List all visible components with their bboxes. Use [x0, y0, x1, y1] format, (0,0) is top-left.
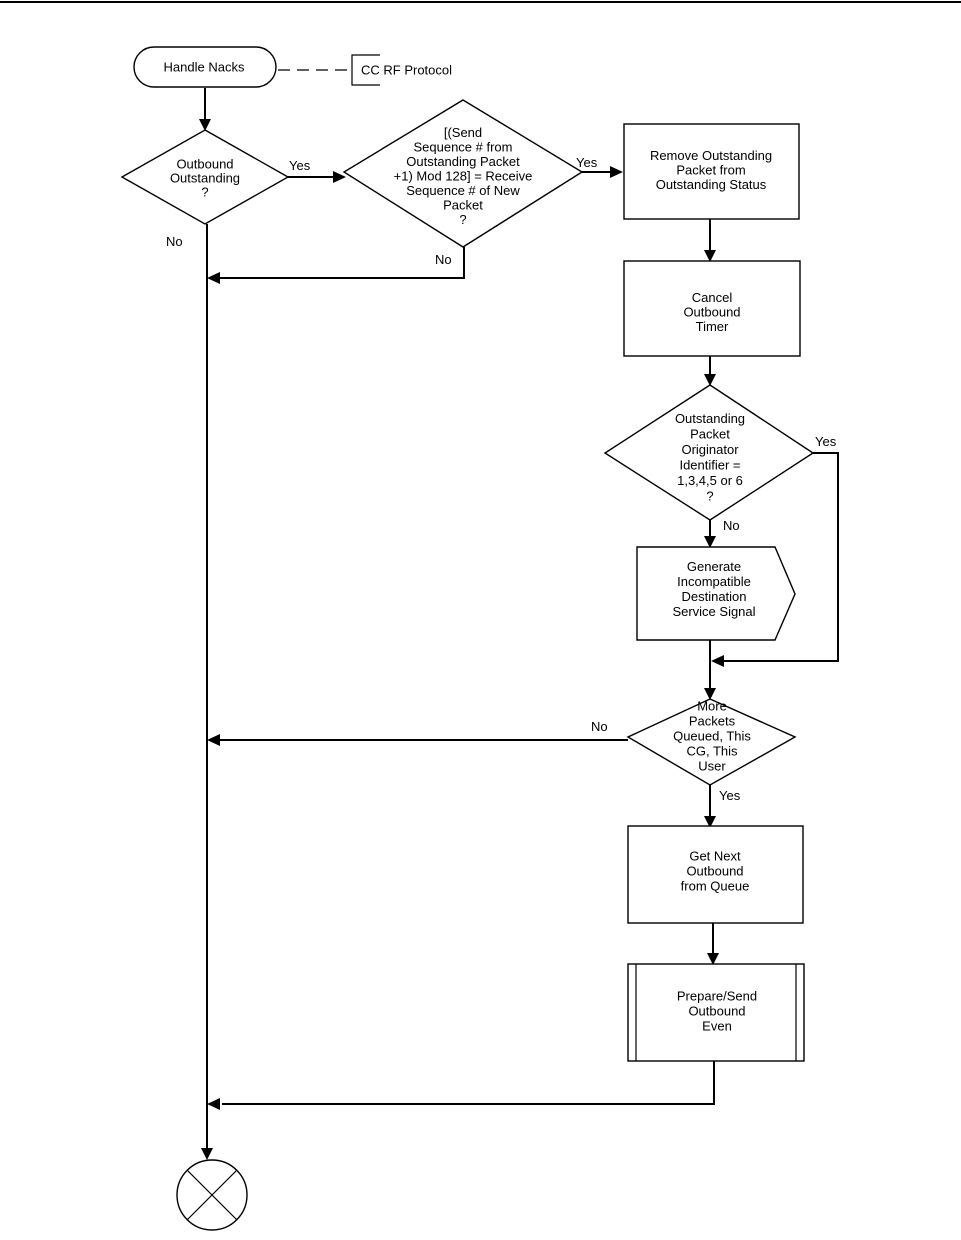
arrowhead-to-getnext [704, 816, 716, 828]
start-terminator [133, 46, 277, 88]
process-remove-outstanding [623, 123, 800, 220]
arrowhead-to-end [201, 1148, 213, 1160]
label-more-no: No [591, 719, 608, 734]
label-outbound-yes: Yes [289, 158, 311, 173]
node-label-line: Outstanding Status [656, 177, 767, 192]
node-label-line: Service Signal [672, 604, 755, 619]
decision-originator-identifier [603, 384, 815, 521]
node-label-line: Identifier = [679, 457, 740, 472]
node-label-line: Incompatible [677, 574, 751, 589]
label-originator-no: No [723, 518, 740, 533]
arrowhead-to-more [704, 688, 716, 700]
node-label-line: Outbound [683, 305, 740, 320]
node-label-line: Packet [690, 426, 730, 441]
node-label-line: Outstanding [675, 411, 745, 426]
node-label-line: from Queue [681, 879, 750, 894]
label-originator-yes: Yes [815, 434, 837, 449]
arrowhead-sequence-no [207, 272, 220, 284]
edge-prepare-to-main [222, 1061, 715, 1105]
node-label-line: Packet from [676, 163, 745, 178]
node-label-line: Outbound [686, 864, 743, 879]
node-label-line: ? [201, 185, 208, 200]
node-label-line: [(Send [444, 125, 482, 140]
arrowhead-originator-yes [711, 655, 724, 667]
node-label-line: Packets [689, 714, 736, 729]
node-label-line: CG, This [686, 744, 738, 759]
shapes [120, 46, 815, 1231]
arrowhead-to-cancel [704, 250, 716, 262]
arrowhead-to-outbound [199, 119, 211, 131]
node-label-line: Originator [681, 442, 739, 457]
edge-labels: Yes No Yes No Yes No No Yes [166, 155, 837, 803]
node-label-line: Outstanding Packet [406, 154, 520, 169]
arrowhead-to-remove [610, 166, 623, 178]
label-sequence-yes: Yes [576, 155, 598, 170]
arrowhead-more-no [207, 734, 220, 746]
label-outbound-no: No [166, 234, 183, 249]
node-label-line: CC RF Protocol [361, 63, 452, 78]
arrowhead-to-originator [704, 374, 716, 386]
node-label-line: Cancel [692, 290, 733, 305]
end-connector-cross-b [186, 1169, 238, 1221]
node-label-start: Handle Nacks [164, 60, 245, 75]
node-label-line: ? [459, 212, 466, 227]
node-label-line: More [697, 699, 727, 714]
decision-more-packets [626, 698, 797, 786]
node-label-line: User [698, 759, 726, 774]
node-label-line: Generate [687, 559, 741, 574]
node-label-line: Get Next [689, 849, 741, 864]
edge-originator-yes [724, 452, 839, 662]
node-label-line: Outbound [176, 157, 233, 172]
node-label-line: Outbound [688, 1004, 745, 1019]
decision-outbound-outstanding [120, 129, 290, 225]
arrowhead-to-generate [704, 536, 716, 548]
arrowhead-to-sequence [333, 171, 346, 183]
node-label-line: Prepare/Send [677, 989, 757, 1004]
annotation-bracket [351, 54, 380, 86]
process-cancel-timer [623, 260, 801, 357]
arrowhead-to-prepare [707, 953, 719, 965]
node-label-line: Queued, This [673, 729, 751, 744]
node-label-line: Remove Outstanding [650, 148, 772, 163]
arrowhead-prepare-to-main [207, 1098, 220, 1110]
node-label-line: ? [706, 488, 713, 503]
node-label-line: Packet [443, 198, 483, 213]
label-sequence-no: No [435, 252, 452, 267]
node-label-line: Timer [696, 319, 729, 334]
node-label-line: Destination [681, 589, 746, 604]
node-label-line: +1) Mod 128] = Receive [394, 169, 533, 184]
predefined-prepare-send [627, 963, 805, 1062]
offpage-generate-signal [636, 546, 796, 641]
node-label-line: 1,3,4,5 or 6 [677, 473, 743, 488]
node-label-line: Sequence # of New [406, 183, 520, 198]
decision-sequence-match [342, 99, 584, 248]
edge-sequence-no [218, 247, 465, 279]
node-label-line: Handle Nacks [164, 60, 245, 75]
node-label-line: Outstanding [170, 171, 240, 186]
label-more-yes: Yes [719, 788, 741, 803]
connectors [204, 69, 839, 1150]
node-label-annotation: CC RF Protocol [361, 63, 452, 78]
node-label-line: Even [702, 1019, 732, 1034]
process-get-next [627, 825, 804, 924]
node-label-line: Sequence # from [413, 140, 512, 155]
arrowheads [199, 119, 724, 1160]
